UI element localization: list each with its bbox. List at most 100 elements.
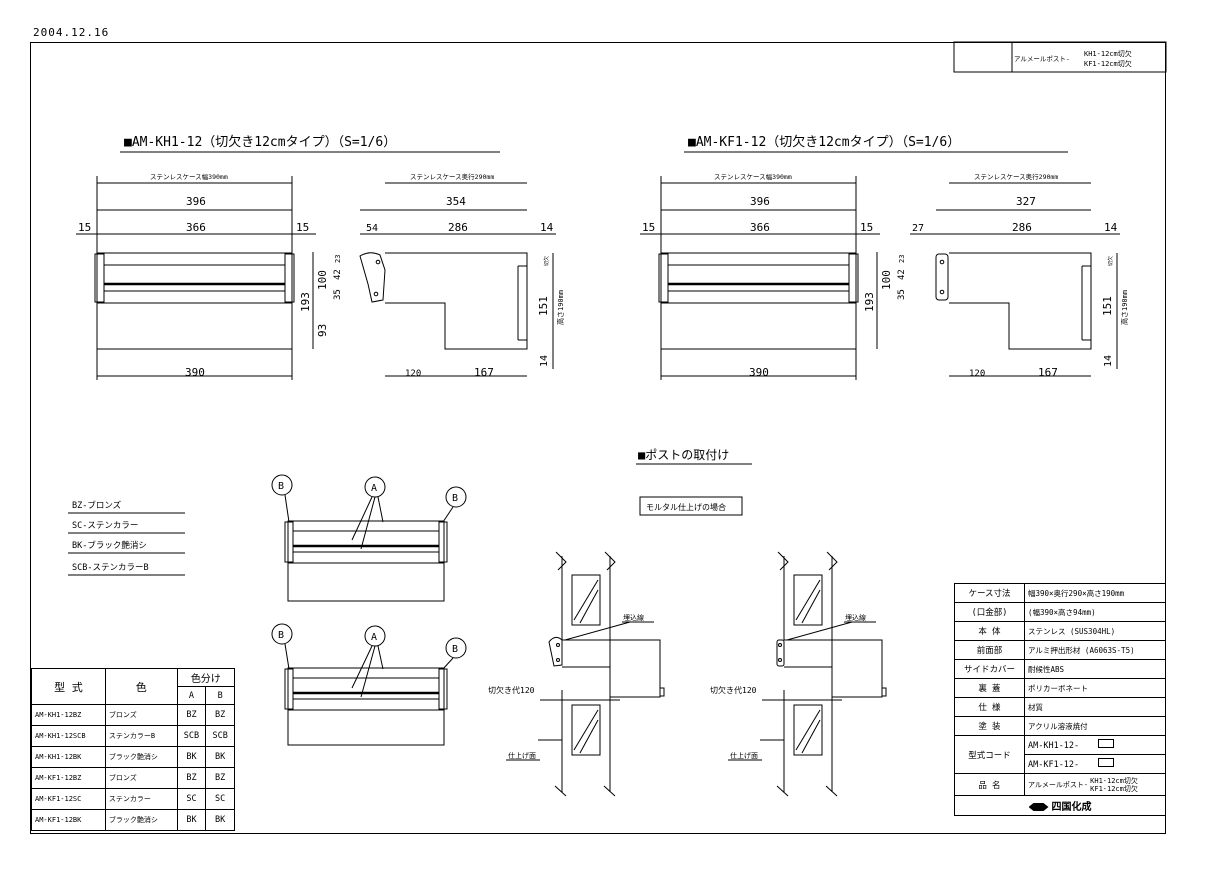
view-kh1: ■AM-KH1-12（切欠き12cmタイプ）（S=1/6） ステンレスケース幅3… bbox=[76, 134, 565, 380]
spec-table-row: 本 体ステンレス (SUS304HL) bbox=[954, 621, 1167, 641]
title-block-prefix: アルメールポスト- bbox=[1014, 55, 1070, 63]
kh1-height-a: 35 bbox=[333, 289, 343, 300]
kh1-bottom-back: 14 bbox=[539, 355, 550, 367]
row-a: SC bbox=[176, 788, 207, 810]
row-color: ブロンズ bbox=[104, 704, 178, 726]
kf1-side-inner: 286 bbox=[1012, 221, 1032, 234]
col-header-a: A bbox=[176, 686, 207, 705]
wall-right-finish-label: 仕上げ面 bbox=[730, 751, 758, 760]
row-b: BZ bbox=[205, 704, 235, 726]
maker-logo: 四国化成 bbox=[954, 795, 1166, 816]
spec-label: 仕 様 bbox=[954, 697, 1025, 717]
spec-value: 耐候性ABS bbox=[1023, 659, 1167, 679]
spec-code-row: AM-KH1-12- bbox=[1023, 735, 1167, 755]
legend-item: BK-ブラック艶消シ bbox=[72, 540, 147, 551]
code-box bbox=[1098, 739, 1115, 748]
row-a: BK bbox=[176, 746, 207, 768]
wall-right-embed-label: 埋込線 bbox=[845, 613, 866, 622]
spec-table-row: (口金部)(幅390×高さ94mm) bbox=[954, 602, 1167, 622]
row-model: AM-KF1-12BK bbox=[31, 809, 106, 831]
kf1-side-cut: 120 bbox=[969, 369, 985, 379]
wall-left-embed-label: 埋込線 bbox=[623, 613, 644, 622]
drawing-frame bbox=[30, 42, 1166, 834]
kf1-height-a: 35 bbox=[897, 289, 907, 300]
row-b: BZ bbox=[205, 767, 235, 789]
wall-left-cut-label: 切欠き代120 bbox=[488, 685, 535, 695]
kh1-side-back: 14 bbox=[540, 221, 554, 234]
kh1-side-rest: 167 bbox=[474, 366, 494, 379]
kh1-side-case-depth: ステンレスケース奥行290mm bbox=[410, 172, 494, 181]
view-kf1-title: ■AM-KF1-12（切欠き12cmタイプ）（S=1/6） bbox=[688, 134, 960, 150]
spec-label: 裏 蓋 bbox=[954, 678, 1025, 698]
title-block-line1: KH1-12cm切欠 bbox=[1084, 49, 1132, 58]
spec-name-label: 品 名 bbox=[954, 773, 1025, 796]
code-box bbox=[1098, 758, 1115, 767]
callout-b-2: B bbox=[452, 493, 458, 504]
row-color: ブラック艶消シ bbox=[104, 746, 178, 768]
kh1-height-c: 23 bbox=[334, 255, 342, 263]
row-b: BK bbox=[205, 746, 235, 768]
row-b: SC bbox=[205, 788, 235, 810]
kf1-height-total: 193 bbox=[863, 292, 876, 312]
kh1-height-upper: 100 bbox=[316, 270, 329, 290]
spec-value: アルミ押出形材 (A6063S-T5) bbox=[1023, 640, 1167, 660]
legend-item: BZ-ブロンズ bbox=[72, 500, 122, 511]
kh1-front-overall: 396 bbox=[186, 195, 206, 208]
kf1-front-overall: 396 bbox=[750, 195, 770, 208]
spec-value: 幅390×奥行290×高さ190mm bbox=[1023, 583, 1167, 603]
row-color: ブラック艶消シ bbox=[104, 809, 178, 831]
kf1-side-front-offset: 27 bbox=[912, 223, 924, 234]
row-b: BK bbox=[205, 809, 235, 831]
spec-label: 塗 装 bbox=[954, 716, 1025, 736]
mounting-title: ■ポストの取付け bbox=[638, 448, 729, 462]
col-header-color: 色 bbox=[104, 668, 178, 705]
row-a: BZ bbox=[176, 767, 207, 789]
mounting-case-label: モルタル仕上げの場合 bbox=[646, 502, 726, 512]
callout-a-2: A bbox=[371, 632, 377, 643]
row-model: AM-KF1-12SC bbox=[31, 788, 106, 810]
kf1-height-upper: 100 bbox=[880, 270, 893, 290]
kf1-front-side-left: 15 bbox=[642, 221, 655, 234]
kh1-front-side-right: 15 bbox=[296, 221, 309, 234]
mounting-section: ■ポストの取付け モルタル仕上げの場合 埋込線 切欠き代120 bbox=[488, 448, 887, 797]
kf1-height-b: 42 bbox=[897, 269, 907, 280]
row-b: SCB bbox=[205, 725, 235, 747]
spec-code-label: 型式コード bbox=[954, 735, 1025, 774]
col-header-b: B bbox=[205, 686, 235, 705]
legend-item: SCB-ステンカラーB bbox=[72, 563, 149, 573]
spec-label: (口金部) bbox=[954, 602, 1025, 622]
spec-value: アクリル溶液焼付 bbox=[1023, 716, 1167, 736]
spec-value: ポリカーボネート bbox=[1023, 678, 1167, 698]
spec-label: サイドカバー bbox=[954, 659, 1025, 679]
drawing-date: 2004.12.16 bbox=[33, 26, 110, 39]
wall-right: 埋込線 切欠き代120 仕上げ面 bbox=[710, 551, 887, 797]
wall-left: 埋込線 切欠き代120 仕上げ面 bbox=[488, 551, 665, 797]
kf1-front-bottom: 390 bbox=[749, 366, 769, 379]
spec-table-row: ケース寸法幅390×奥行290×高さ190mm bbox=[954, 583, 1167, 603]
spec-value: 材質 bbox=[1023, 697, 1167, 717]
kh1-height-back: 151 bbox=[537, 296, 550, 316]
spec-table-row: 裏 蓋ポリカーボネート bbox=[954, 678, 1167, 698]
callout-b-3: B bbox=[278, 630, 284, 641]
col-header-split: 色分け bbox=[176, 668, 236, 687]
callout-a-1: A bbox=[371, 483, 377, 494]
kf1-height-label: 高さ190mm bbox=[1120, 290, 1129, 325]
row-model: AM-KF1-12BZ bbox=[31, 767, 106, 789]
spec-value: (幅390×高さ94mm) bbox=[1023, 602, 1167, 622]
kf1-bottom-back: 14 bbox=[1103, 355, 1114, 367]
spec-label: 前面部 bbox=[954, 640, 1025, 660]
spec-table-row: 前面部アルミ押出形材 (A6063S-T5) bbox=[954, 640, 1167, 660]
kf1-side-rest: 167 bbox=[1038, 366, 1058, 379]
kf1-front-inner: 366 bbox=[750, 221, 770, 234]
kf1-side-overall: 327 bbox=[1016, 195, 1036, 208]
row-model: AM-KH1-12BZ bbox=[31, 704, 106, 726]
